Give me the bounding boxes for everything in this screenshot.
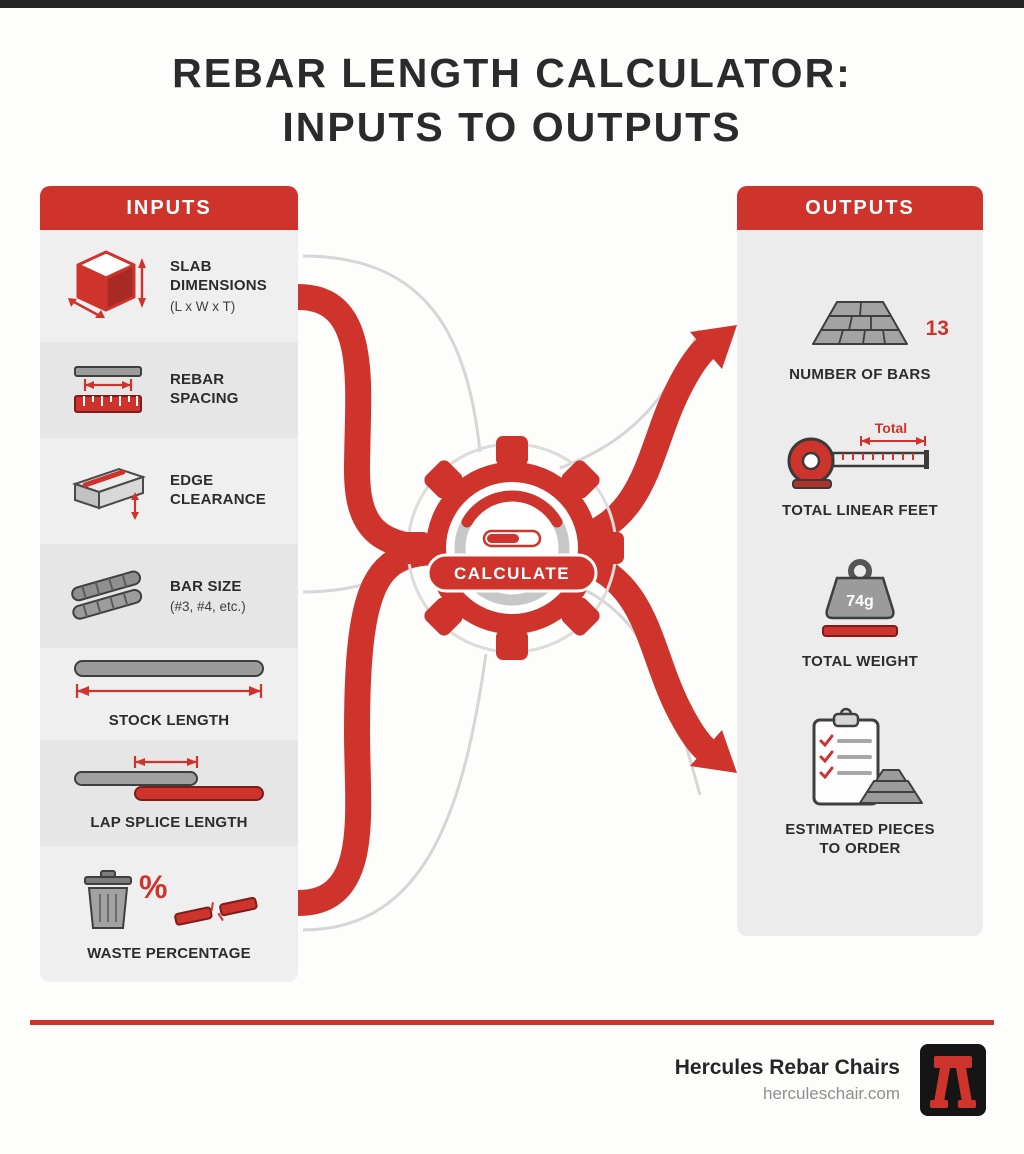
- input-row-bar-size: BAR SIZE (#3, #4, etc.): [40, 544, 298, 648]
- number-of-bars-value: 13: [925, 317, 949, 340]
- inputs-body: SLAB DIMENSIONS (L x W x T): [40, 230, 298, 982]
- lap-splice-icon: [74, 756, 264, 802]
- outputs-panel: OUTPUTS 13 NUMBER OF: [737, 186, 983, 936]
- rebar-spacing-icon: [74, 366, 142, 413]
- input-row-stock-length: STOCK LENGTH: [40, 648, 298, 740]
- input-label: SLAB DIMENSIONS: [170, 258, 268, 294]
- input-label: WASTE PERCENTAGE: [87, 945, 251, 963]
- inputs-panel: INPUTS: [40, 186, 298, 982]
- input-label: EDGE CLEARANCE: [170, 472, 266, 508]
- weight-icon: 74g: [822, 559, 898, 637]
- outputs-header: OUTPUTS: [737, 186, 983, 230]
- input-label: REBAR SPACING: [170, 371, 239, 407]
- percent-symbol: %: [139, 869, 167, 905]
- input-label: LAP SPLICE LENGTH: [90, 814, 248, 832]
- input-row-waste-percentage: % WASTE PERCENTAGE: [40, 846, 298, 982]
- footer-divider: [30, 1020, 994, 1025]
- clipboard-icon: [812, 707, 923, 805]
- page-title: REBAR LENGTH CALCULATOR: INPUTS TO OUTPU…: [172, 50, 852, 151]
- input-label: STOCK LENGTH: [108, 712, 230, 730]
- input-label: BAR SIZE: [170, 577, 242, 595]
- tape-measure-icon: Total: [787, 420, 929, 489]
- input-row-edge-clearance: EDGE CLEARANCE: [40, 438, 298, 544]
- top-border-strip: [0, 0, 1024, 8]
- input-row-lap-splice: LAP SPLICE LENGTH: [40, 740, 298, 846]
- output-label: NUMBER OF BARS: [789, 366, 931, 383]
- calculate-gear: CALCULATE: [400, 436, 624, 660]
- input-sublabel: (#3, #4, etc.): [170, 599, 246, 615]
- brand-name: Hercules Rebar Chairs: [674, 1056, 900, 1079]
- stock-length-icon: [74, 660, 264, 699]
- bars-stack-icon: [811, 301, 908, 345]
- input-row-rebar-spacing: REBAR SPACING: [40, 342, 298, 438]
- output-item-estimated-pieces: ESTIMATED PIECES TO ORDER: [785, 706, 935, 859]
- tape-total-label: Total: [875, 420, 907, 436]
- inputs-header-label: INPUTS: [126, 196, 212, 219]
- brand-website: herculeschair.com: [762, 1084, 900, 1103]
- footer: Hercules Rebar Chairs herculeschair.com: [0, 1044, 1024, 1116]
- outputs-header-label: OUTPUTS: [805, 196, 915, 219]
- output-item-total-linear-feet: Total TOTAL: [782, 419, 938, 521]
- bar-size-icon: [71, 570, 143, 620]
- outputs-body: 13 NUMBER OF BARS Total: [737, 230, 983, 936]
- waste-icon: %: [84, 869, 258, 930]
- slab-cube-icon: [68, 250, 146, 318]
- inputs-header: INPUTS: [40, 186, 298, 230]
- weight-value: 74g: [846, 593, 874, 610]
- output-item-number-of-bars: 13 NUMBER OF BARS: [789, 286, 949, 385]
- output-item-total-weight: 74g TOTAL WEIGHT: [802, 556, 918, 672]
- output-label: TOTAL LINEAR FEET: [782, 501, 938, 519]
- output-label: ESTIMATED PIECES TO ORDER: [785, 820, 935, 858]
- output-label: TOTAL WEIGHT: [801, 653, 919, 670]
- input-row-slab-dimensions: SLAB DIMENSIONS (L x W x T): [40, 230, 298, 342]
- edge-clearance-icon: [71, 467, 147, 520]
- hercules-logo: [920, 1044, 986, 1116]
- calculate-label: CALCULATE: [454, 564, 570, 583]
- input-sublabel: (L x W x T): [170, 298, 236, 314]
